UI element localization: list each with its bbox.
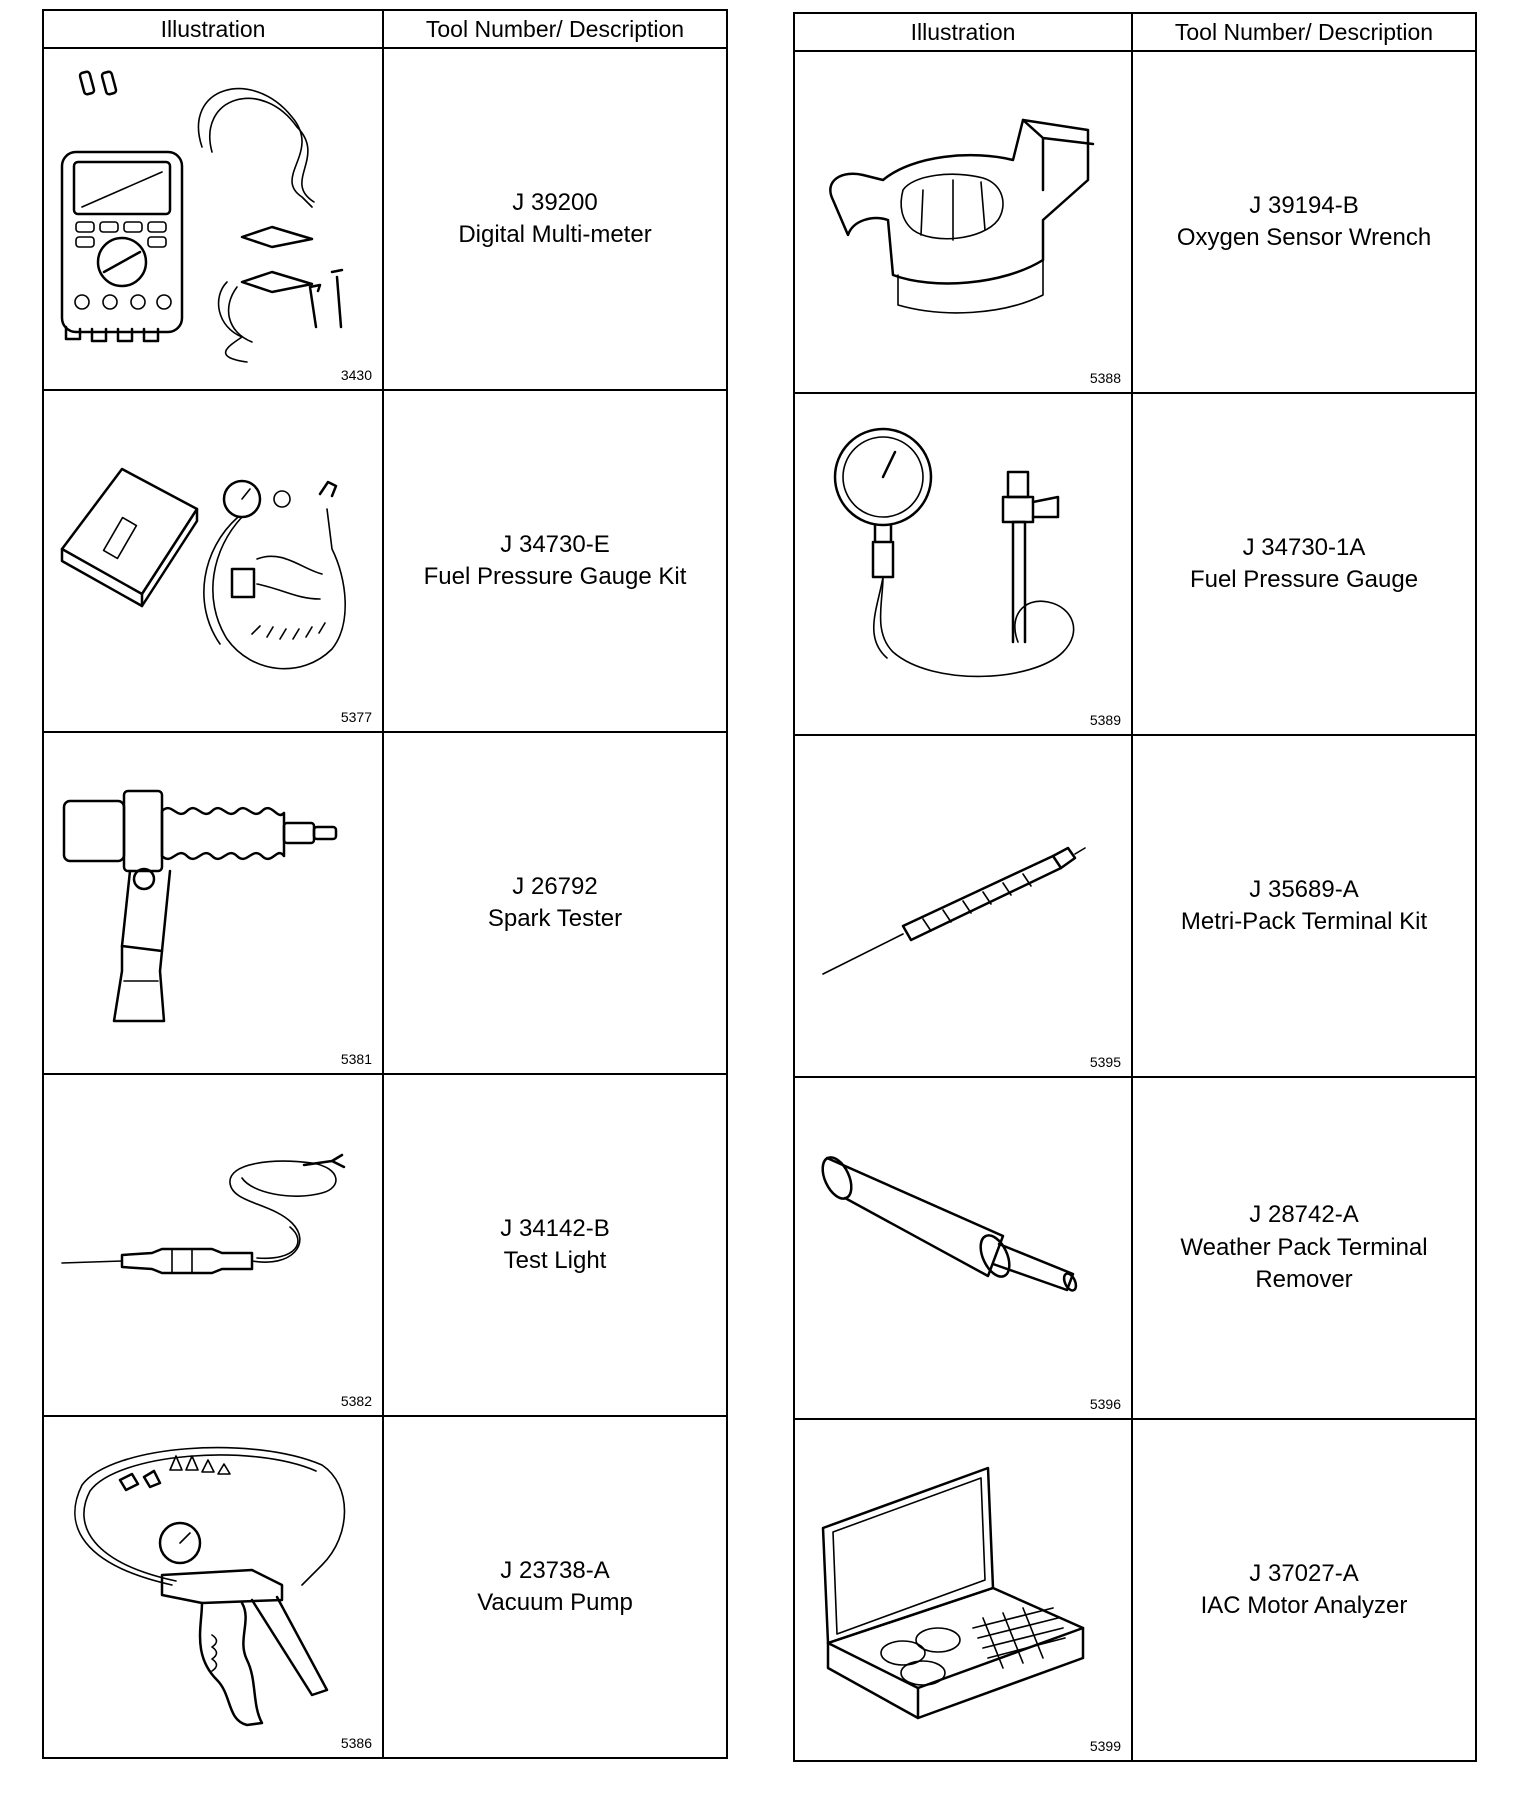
tool-table-right: Illustration Tool Number/ Description 53… [793,12,1477,1762]
terminal-tool-illustration [822,846,1086,975]
fuel-pressure-gauge-kit-illustration [60,467,346,670]
table-header-row: Illustration Tool Number/ Description [793,12,1477,52]
table-row: 5388 J 39194-B Oxygen Sensor Wrench [793,50,1477,394]
tool-description-cell: J 23738-A Vacuum Pump [382,1415,728,1759]
illustration-cell: 5388 [793,50,1133,394]
tool-description: IAC Motor Analyzer [1200,1592,1408,1619]
tool-number: J 34730-1A [1242,533,1366,561]
oxygen-sensor-wrench-illustration [829,118,1095,314]
table-row: 5377 J 34730-E Fuel Pressure Gauge Kit [42,389,728,733]
iac-analyzer-case-illustration [821,1466,1085,1720]
figure-number: 5399 [1089,1738,1121,1754]
illustration-cell: 5382 [42,1073,384,1417]
figure-number: 5396 [1089,1396,1121,1412]
tool-description: Spark Tester [487,905,623,932]
illustration-header: Illustration [793,12,1133,52]
table-row: 5381 J 26792 Spark Tester [42,731,728,1075]
illustration-cell: 3430 [42,47,384,391]
tool-description: Vacuum Pump [477,1589,633,1616]
tool-description-cell: J 39194-B Oxygen Sensor Wrench [1131,50,1477,394]
tool-number: J 34730-E [500,530,610,558]
tool-number: J 34142-B [500,1214,610,1242]
tool-description-cell: J 37027-A IAC Motor Analyzer [1131,1418,1477,1762]
tool-table-left: Illustration Tool Number/ Description [42,9,728,1759]
fuel-pressure-gauge-illustration [833,427,1075,678]
figure-number: 3430 [340,367,372,383]
tool-description: Fuel Pressure Gauge [1189,566,1419,593]
spark-tester-illustration [62,789,338,1023]
tool-description: Weather Pack Terminal Remover [1180,1233,1428,1294]
tool-description: Fuel Pressure Gauge Kit [423,563,687,590]
figure-number: 5386 [340,1735,372,1751]
tool-number: J 35689-A [1249,875,1359,903]
illustration-cell: 5377 [42,389,384,733]
multimeter-illustration [60,70,344,363]
tool-description: Digital Multi-meter [458,221,652,248]
table-row: 5389 J 34730-1A Fuel Pressure Gauge [793,392,1477,736]
tool-description-cell: J 28742-A Weather Pack Terminal Remover [1131,1076,1477,1420]
illustration-cell: 5386 [42,1415,384,1759]
tool-description-header: Tool Number/ Description [1131,12,1477,52]
table-row: 5395 J 35689-A Metri-Pack Terminal Kit [793,734,1477,1078]
table-row: 5386 J 23738-A Vacuum Pump [42,1415,728,1759]
tool-description-cell: J 35689-A Metri-Pack Terminal Kit [1131,734,1477,1078]
figure-number: 5381 [340,1051,372,1067]
illustration-cell: 5395 [793,734,1133,1078]
tool-description-header: Tool Number/ Description [382,9,728,49]
tool-number: J 28742-A [1249,1201,1359,1229]
tool-description: Metri-Pack Terminal Kit [1180,908,1428,935]
table-row: 3430 J 39200 Digital Multi-meter [42,47,728,391]
test-light-illustration [61,1153,346,1275]
table-row: 5396 J 28742-A Weather Pack Terminal Rem… [793,1076,1477,1420]
tool-description-cell: J 39200 Digital Multi-meter [382,47,728,391]
illustration-cell: 5396 [793,1076,1133,1420]
illustration-cell: 5399 [793,1418,1133,1762]
figure-number: 5395 [1089,1054,1121,1070]
terminal-remover-illustration [821,1156,1078,1292]
table-row: 5382 J 34142-B Test Light [42,1073,728,1417]
figure-number: 5389 [1089,712,1121,728]
vacuum-pump-illustration [74,1446,346,1727]
tool-description-cell: J 34730-1A Fuel Pressure Gauge [1131,392,1477,736]
table-header-row: Illustration Tool Number/ Description [42,9,728,49]
tool-description: Oxygen Sensor Wrench [1176,224,1432,251]
tool-description: Test Light [503,1247,607,1274]
tool-description-cell: J 34142-B Test Light [382,1073,728,1417]
tool-description-cell: J 26792 Spark Tester [382,731,728,1075]
illustration-cell: 5381 [42,731,384,1075]
illustration-cell: 5389 [793,392,1133,736]
tool-number: J 39200 [512,188,598,216]
tool-number: J 23738-A [500,1556,610,1584]
figure-number: 5382 [340,1393,372,1409]
table-row: 5399 J 37027-A IAC Motor Analyzer [793,1418,1477,1762]
tool-number: J 26792 [512,872,598,900]
tool-number: J 39194-B [1249,191,1359,219]
figure-number: 5388 [1089,370,1121,386]
tool-number: J 37027-A [1249,1559,1359,1587]
figure-number: 5377 [340,709,372,725]
illustration-header: Illustration [42,9,384,49]
tool-description-cell: J 34730-E Fuel Pressure Gauge Kit [382,389,728,733]
